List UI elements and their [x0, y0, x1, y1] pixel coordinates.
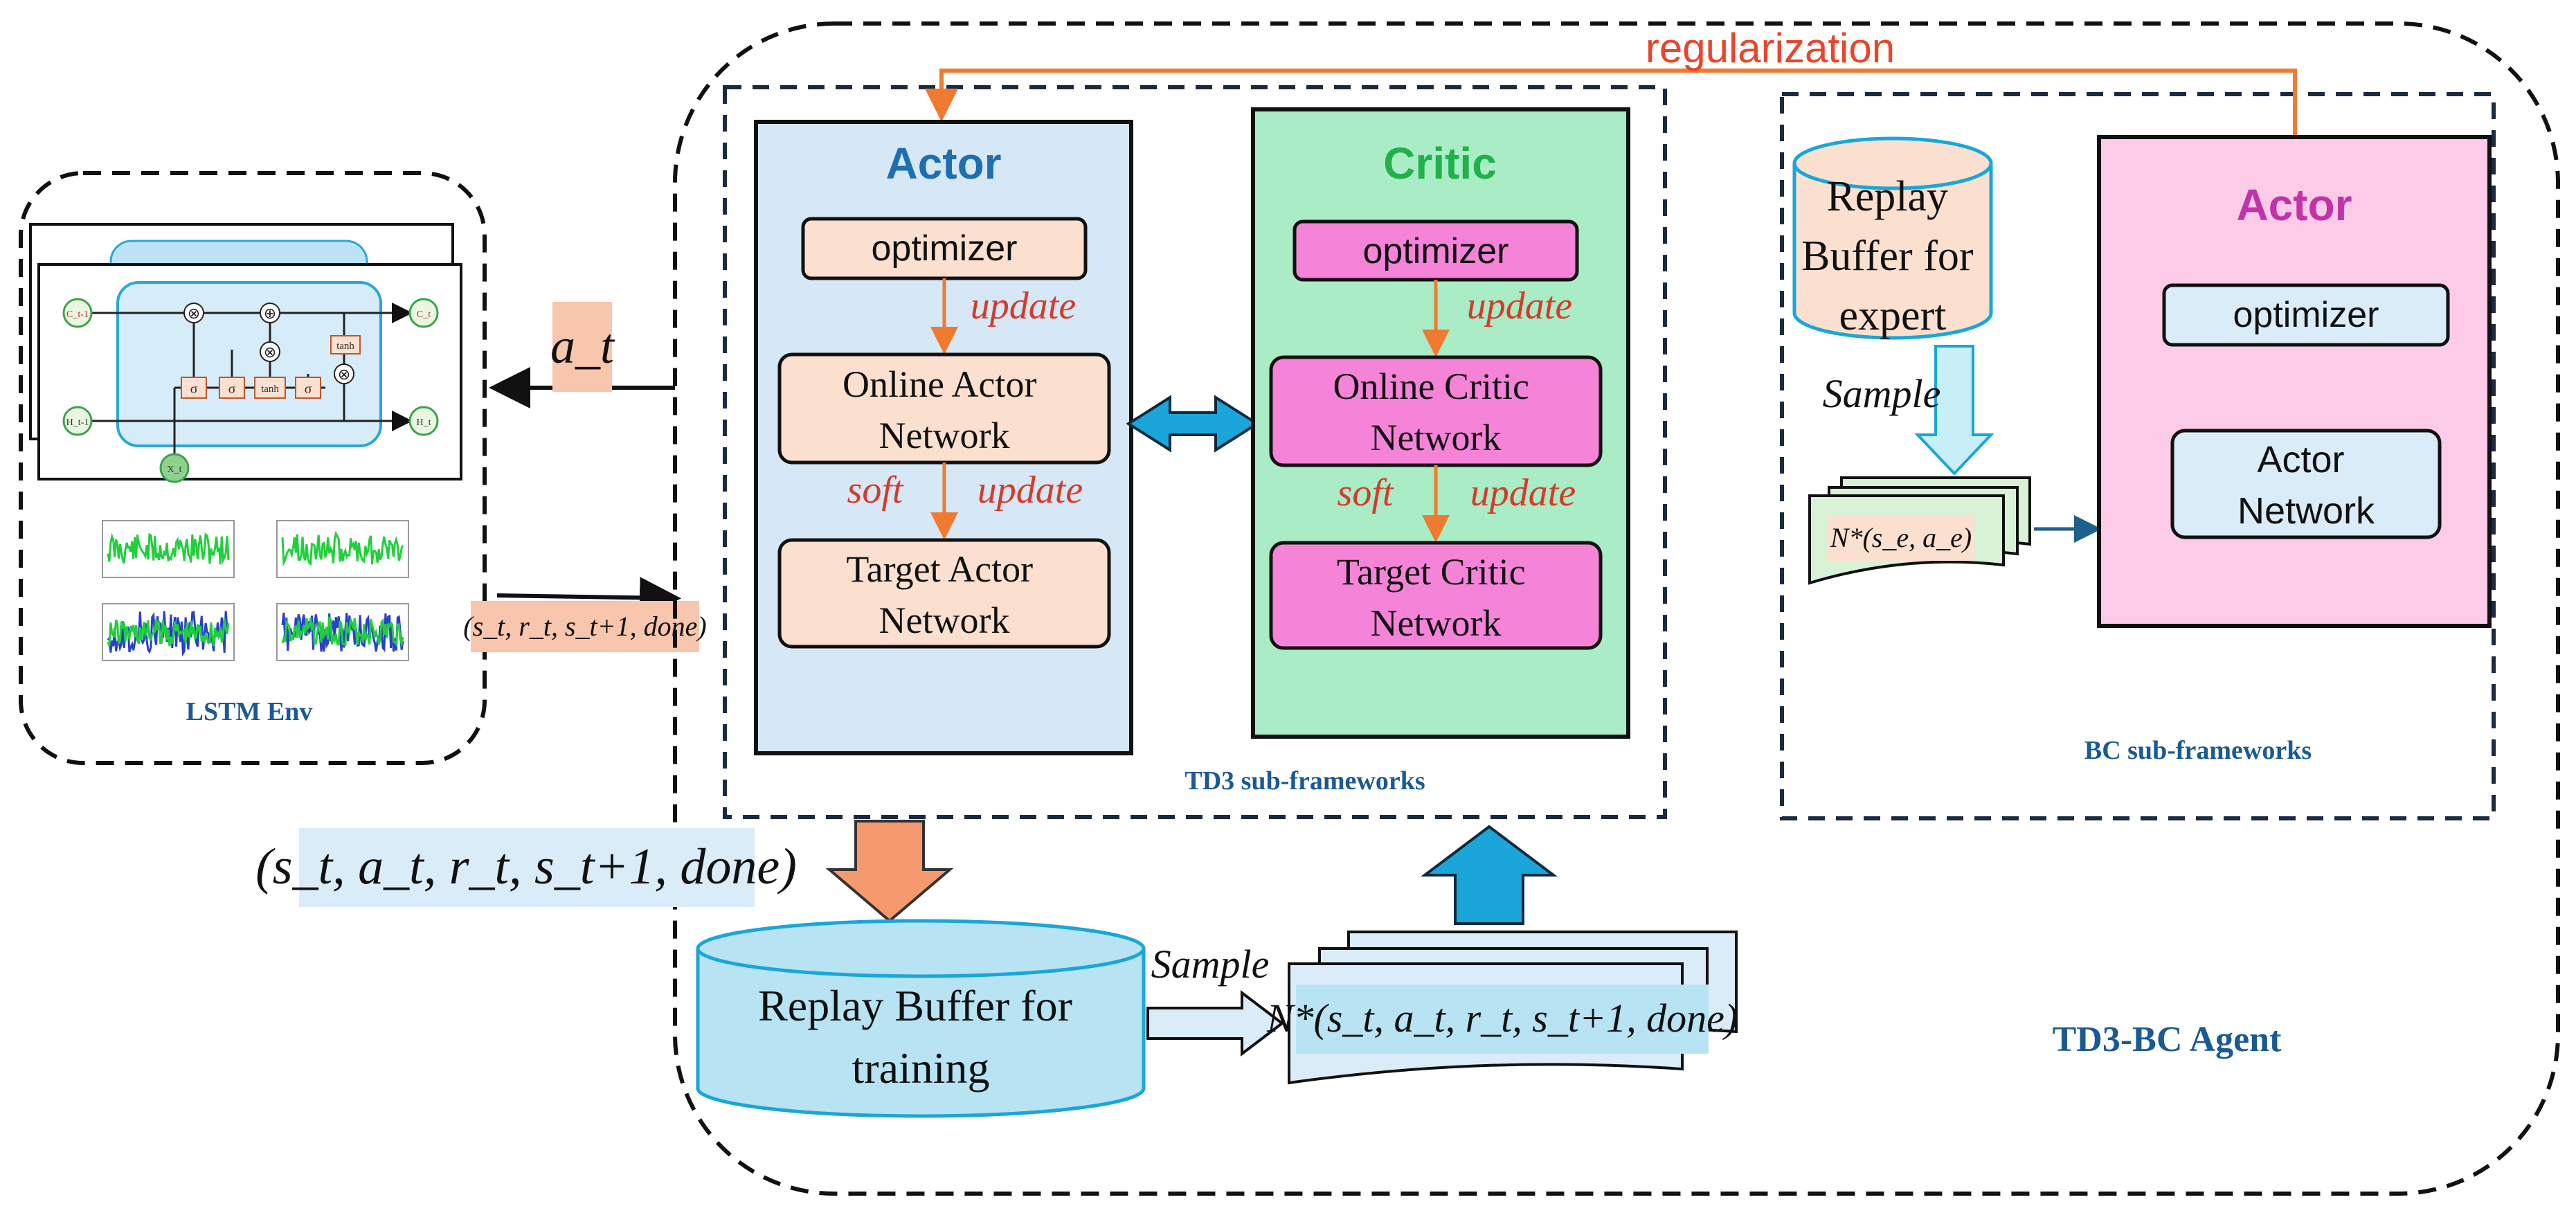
c-prev-label: C_t-1 [66, 309, 89, 320]
bc-sample-arrow [1914, 345, 1994, 476]
lstm-env-group: σ σ tanh σ tanh ⊗ ⊕ ⊗ ⊗ C_t-1 C_t H_t-1 … [19, 171, 487, 765]
bc-actor-panel: Actor optimizer Actor Network [2097, 135, 2492, 628]
actor-update-label: update [971, 285, 1076, 327]
target-critic-network-box [1269, 541, 1603, 650]
critic-title: Critic [1383, 138, 1497, 188]
h-t-label: H_t [417, 417, 431, 428]
online-critic-network-label: Online Critic Network [1333, 366, 1539, 458]
td3-to-replay-arrow [825, 820, 954, 923]
actor-panel: Actor optimizer update Online Actor Netw… [754, 120, 1133, 755]
critic-update-label: update [1467, 285, 1572, 327]
bc-actor-network-label: Actor Network [2237, 439, 2375, 532]
cell-tanh-label: tanh [336, 341, 354, 352]
lstm-env-caption: LSTM Env [186, 697, 313, 726]
bc-optimizer-label: optimizer [2233, 295, 2379, 335]
lstm-env-border [19, 171, 487, 765]
actor-critic-exchange-arrow [1126, 395, 1260, 453]
critic-soft-label: soft [1337, 471, 1394, 514]
c-t-node [408, 298, 439, 328]
replay-to-batch-arrow [1146, 989, 1285, 1057]
input-gate-box [219, 377, 245, 399]
multiply-op-icon [334, 363, 354, 384]
candidate-gate-box [254, 377, 286, 399]
critic-optimizer-label: optimizer [1363, 231, 1509, 271]
agent-caption: TD3-BC Agent [2053, 1020, 2282, 1059]
training-batch-stack: N*(s_t, a_t, r_t, s_t+1, done) [1266, 931, 1738, 1085]
add-op-icon [260, 303, 280, 323]
bc-caption: BC sub-frameworks [2084, 736, 2312, 765]
bc-actor-network-box [2170, 429, 2442, 539]
critic-soft-update-label: update [1470, 471, 1576, 514]
actor-optimizer-label: optimizer [872, 228, 1018, 269]
input-gate-label: σ [228, 381, 236, 397]
bc-actor-title: Actor [2236, 180, 2352, 230]
h-prev-label: H_t-1 [66, 417, 89, 428]
td3-caption: TD3 sub-frameworks [1185, 766, 1425, 796]
bc-batch-label: N*(s_e, a_e) [1830, 522, 1972, 553]
batch-to-td3-arrow [1421, 825, 1558, 925]
actor-soft-update-label: update [978, 469, 1083, 512]
target-actor-network-label: Target Actor Network [846, 548, 1042, 641]
regularization-label: regularization [1646, 25, 1895, 71]
forget-gate-box [181, 377, 207, 399]
action-badge [552, 302, 612, 392]
regularization-connector [925, 69, 2297, 138]
td3-bc-agent-border [673, 21, 2560, 1196]
small-transition-text: (s_t, r_t, s_t+1, done) [463, 611, 706, 642]
critic-panel: Critic optimizer update Online Critic Ne… [1251, 107, 1630, 739]
x-t-label: X_t [168, 465, 182, 475]
c-prev-node [62, 298, 93, 328]
output-gate-label: σ [305, 381, 312, 397]
actor-title: Actor [885, 138, 1001, 188]
small-transition-badge [471, 601, 699, 652]
candidate-gate-label: tanh [261, 384, 279, 395]
online-actor-network-label: Online Actor Network [843, 363, 1046, 456]
multiply-op-symbol: ⊗ [188, 305, 200, 322]
forget-gate-label: σ [190, 381, 198, 397]
bc-sample-label: Sample [1823, 371, 1941, 416]
lstm-cell-body [116, 281, 382, 447]
training-batch-label: N*(s_t, a_t, r_t, s_t+1, done) [1266, 996, 1738, 1041]
action-symbol: a_t [550, 318, 615, 374]
bottom-sample-label: Sample [1151, 942, 1270, 987]
output-gate-box [295, 377, 321, 399]
target-critic-network-label: Target Critic Network [1337, 551, 1535, 644]
expert-buffer-label: Replay Buffer for expert [1801, 173, 1984, 339]
large-transition-text: (s_t, a_t, r_t, s_t+1, done) [255, 838, 797, 895]
h-prev-node [62, 406, 93, 436]
training-replay-buffer: Replay Buffer for training [696, 919, 1146, 1118]
h-t-node [408, 406, 439, 436]
training-buffer-label: Replay Buffer for training [758, 981, 1083, 1093]
bc-optimizer-box [2162, 283, 2450, 347]
multiply-op-symbol: ⊗ [264, 343, 276, 361]
env-pressure-plots [102, 520, 409, 661]
c-t-label: C_t [417, 309, 431, 320]
actor-soft-label: soft [847, 469, 904, 512]
bc-expert-buffer: Replay Buffer for expert [1792, 136, 1993, 340]
transition-arrow [496, 577, 681, 619]
bc-batch-stack: N*(s_e, a_e) [1808, 476, 2031, 585]
multiply-op-icon [260, 341, 280, 362]
add-op-symbol: ⊕ [264, 305, 276, 322]
multiply-op-icon [183, 303, 204, 323]
multiply-op-symbol: ⊗ [338, 366, 350, 383]
x-t-node [159, 453, 190, 483]
large-transition-badge [299, 828, 755, 907]
td3-subframework-border [723, 85, 1667, 819]
target-actor-network-box [777, 538, 1111, 649]
cell-tanh-box [330, 335, 361, 354]
